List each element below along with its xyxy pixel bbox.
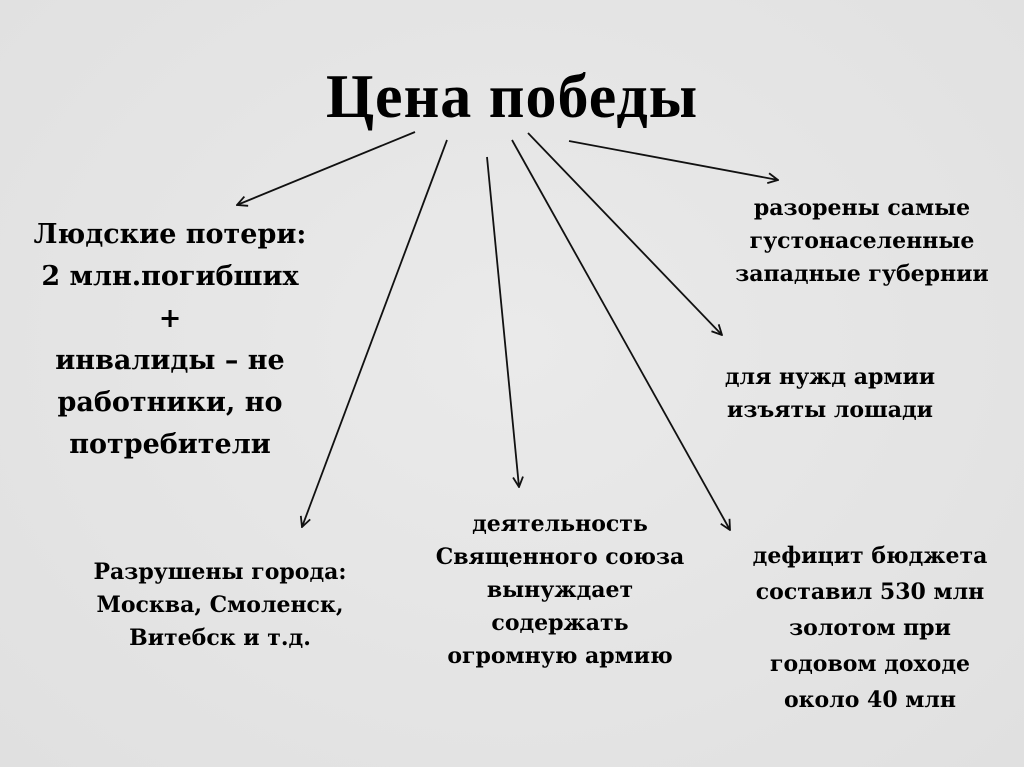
western-provinces-block: разорены самые густонаселенные западные …: [735, 195, 989, 287]
arrow-to-budget: [511, 139, 730, 530]
diagram-title: Цена победы: [325, 63, 699, 131]
arrow-to-cities: [302, 139, 448, 527]
arrow-to-western-provinces: [568, 140, 778, 180]
horses-block: для нужд армии изъяты лошади: [724, 364, 936, 423]
holy-alliance-block: деятельность Священного союза вынуждает …: [435, 511, 685, 669]
arrow-to-horses: [527, 132, 722, 335]
arrow-to-human-losses: [237, 131, 416, 205]
arrow-to-holy-alliance: [486, 156, 519, 487]
destroyed-cities-block: Разрушены города: Москва, Смоленск, Вите…: [93, 559, 347, 651]
human-losses-block: Людские потери: 2 млн.погибших + инвалид…: [33, 219, 307, 460]
budget-deficit-block: дефицит бюджета составил 530 млн золотом…: [752, 543, 988, 713]
